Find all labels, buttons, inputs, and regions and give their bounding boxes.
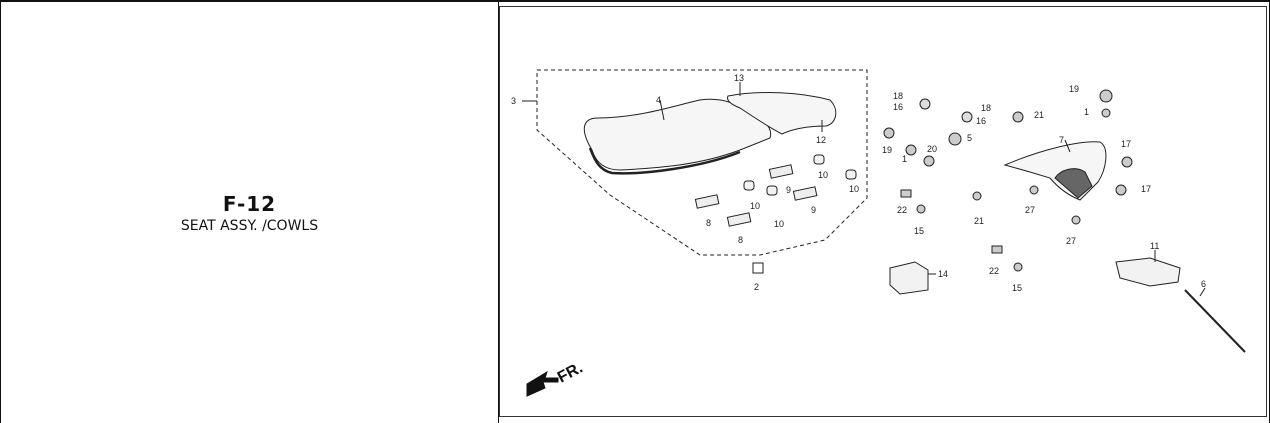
- callout-10: 10: [774, 219, 784, 229]
- callout-19: 19: [1069, 84, 1079, 94]
- callout-8: 8: [706, 218, 711, 228]
- callout-9: 9: [811, 205, 816, 215]
- screw-part: [1012, 111, 1024, 123]
- callout-5: 5: [967, 133, 972, 143]
- callout-18: 18: [981, 103, 991, 113]
- side-cover-part: [1003, 141, 1107, 201]
- seat-cable-part: [1184, 289, 1246, 353]
- grommet-part: [948, 132, 962, 146]
- section-name: SEAT ASSY. /COWLS: [180, 218, 319, 234]
- callout-10: 10: [818, 170, 828, 180]
- seat-group-outline: [536, 69, 868, 256]
- plate-part: [694, 194, 720, 209]
- callout-10: 10: [849, 184, 859, 194]
- callout-7: 7: [1059, 135, 1064, 145]
- washer-part: [905, 144, 917, 156]
- section-title-block: F-12 SEAT ASSY. /COWLS: [1, 192, 498, 234]
- callout-3: 3: [511, 96, 516, 106]
- callout-6: 6: [1201, 279, 1206, 289]
- screw-part: [1013, 262, 1023, 272]
- clip-part: [752, 262, 764, 274]
- nut-part: [1121, 156, 1133, 168]
- callout-labels: 3 4 13 12 10 10 10 10 9 9 8 8 2 18 16 18…: [511, 73, 1206, 293]
- washer-part: [1101, 108, 1111, 118]
- callout-18: 18: [893, 91, 903, 101]
- bracket-part: [889, 261, 929, 295]
- bumper-part: [845, 169, 857, 180]
- callout-9: 9: [786, 185, 791, 195]
- plate-part: [768, 164, 794, 179]
- callout-16: 16: [976, 116, 986, 126]
- seat-lock-part: [1115, 257, 1181, 287]
- callout-10: 10: [750, 201, 760, 211]
- callout-11: 11: [1150, 241, 1159, 251]
- leader-7: [1064, 139, 1071, 153]
- callout-12: 12: [816, 135, 826, 145]
- callout-22: 22: [989, 266, 999, 276]
- callout-21: 21: [1034, 110, 1044, 120]
- callout-21: 21: [974, 216, 984, 226]
- section-code: F-12: [222, 192, 277, 216]
- plate-part: [792, 186, 818, 201]
- callout-14: 14: [938, 269, 948, 279]
- callout-27: 27: [1025, 205, 1035, 215]
- screw-part: [1071, 215, 1081, 225]
- clip-nut-part: [900, 189, 912, 198]
- parts-diagram-box: [499, 6, 1267, 417]
- callout-8: 8: [738, 235, 743, 245]
- nut-part: [919, 98, 931, 110]
- leader-4: [659, 99, 665, 121]
- clip-nut-part: [991, 245, 1003, 254]
- callout-4: 4: [656, 95, 661, 105]
- rear-seat-part: [727, 92, 837, 135]
- callout-1: 1: [1084, 107, 1089, 117]
- bolt-part: [1099, 89, 1113, 103]
- screw-part: [1029, 185, 1039, 195]
- collar-part: [923, 155, 935, 167]
- section-cell: F-12 SEAT ASSY. /COWLS: [1, 2, 499, 423]
- screw-part: [916, 204, 926, 214]
- bumper-part: [766, 185, 778, 196]
- screw-part: [972, 191, 982, 201]
- callout-19: 19: [882, 145, 892, 155]
- bolt-head-part: [883, 127, 895, 139]
- callout-1: 1: [902, 154, 907, 164]
- callout-17: 17: [1141, 184, 1151, 194]
- callout-16: 16: [893, 102, 903, 112]
- leader-6: [1199, 287, 1206, 297]
- side-cover-inner: [1054, 168, 1093, 199]
- nut-part: [961, 111, 973, 123]
- front-arrow-icon: [526, 370, 559, 397]
- bumper-part: [813, 154, 825, 165]
- callout-15: 15: [1012, 283, 1022, 293]
- nut-part: [1115, 184, 1127, 196]
- plate-part: [726, 212, 752, 227]
- callout-20: 20: [927, 144, 937, 154]
- callout-2: 2: [754, 282, 759, 292]
- front-label: FR.: [555, 359, 586, 386]
- seat-edge: [588, 147, 741, 175]
- callout-22: 22: [897, 205, 907, 215]
- bumper-part: [743, 180, 755, 191]
- callout-15: 15: [914, 226, 924, 236]
- callout-27: 27: [1066, 236, 1076, 246]
- callout-13: 13: [734, 73, 744, 83]
- callout-17: 17: [1121, 139, 1131, 149]
